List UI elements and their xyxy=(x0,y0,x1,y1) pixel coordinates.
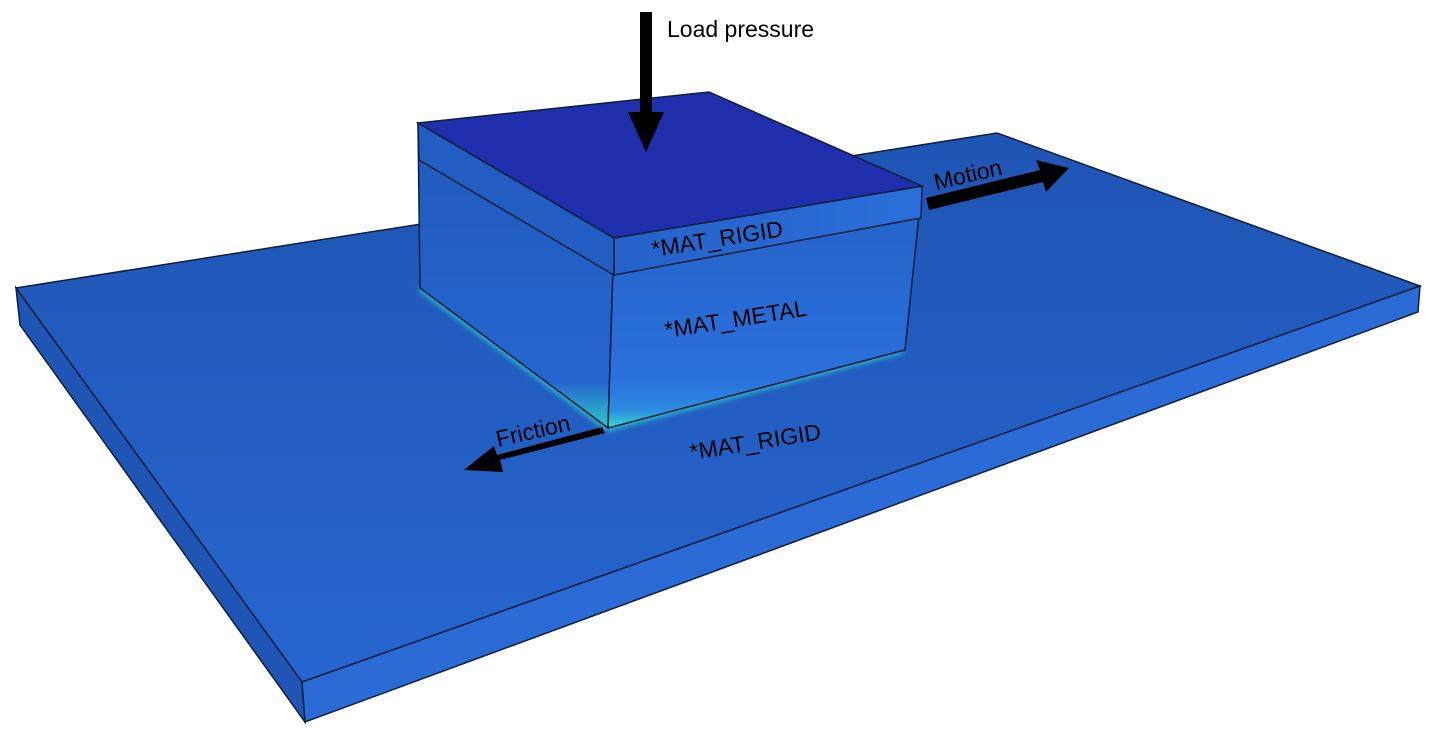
plate-front-face xyxy=(301,284,1421,724)
block-top-face xyxy=(415,91,925,239)
base-plate xyxy=(14,132,1423,725)
friction-arrow xyxy=(464,427,605,472)
block xyxy=(415,91,925,430)
load-pressure-label: Load pressure xyxy=(667,16,814,42)
load-arrow xyxy=(628,12,664,152)
motion-arrow xyxy=(926,160,1069,210)
